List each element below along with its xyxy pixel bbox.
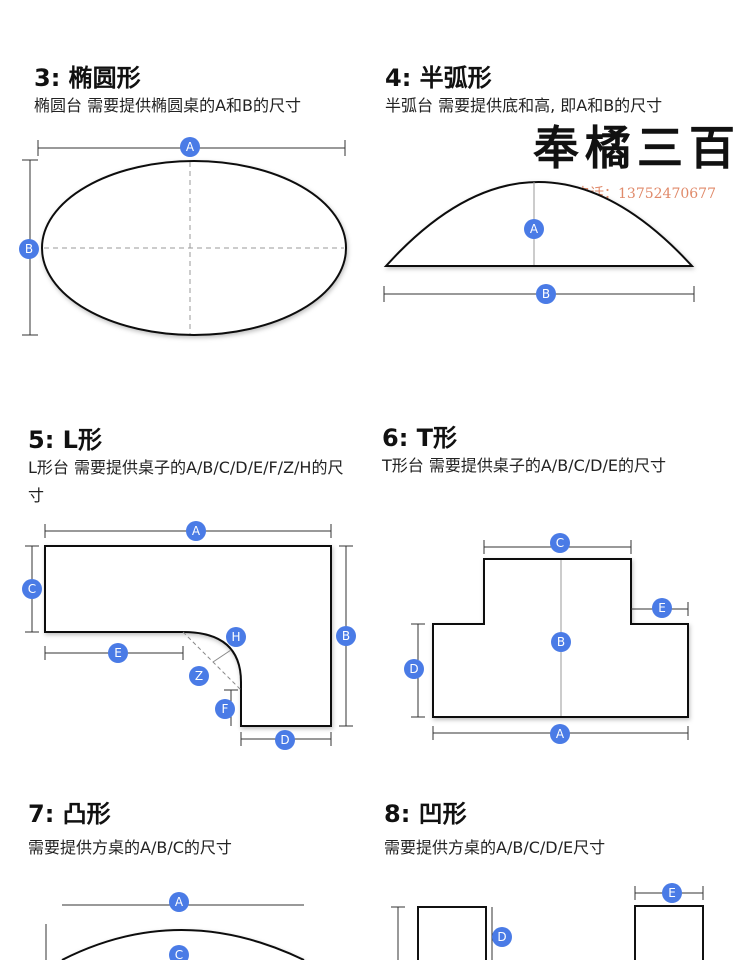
badge-semicircle-a: A	[524, 219, 544, 239]
badge-convex-a: A	[169, 892, 189, 912]
badge-t-c: C	[550, 533, 570, 553]
convex-title: 7: 凸形	[28, 800, 111, 828]
badge-l-c: C	[22, 579, 42, 599]
badge-l-h: H	[226, 627, 246, 647]
badge-l-f: F	[215, 699, 235, 719]
semicircle-title: 4: 半弧形	[385, 64, 492, 92]
ellipse-diagram	[22, 140, 347, 336]
svg-text:C: C	[28, 582, 36, 596]
badge-t-d: D	[404, 659, 424, 679]
concave-diagram	[391, 886, 704, 960]
svg-text:B: B	[342, 629, 350, 643]
t-shape-title: 6: T形	[382, 424, 458, 452]
badge-t-a: A	[550, 724, 570, 744]
badge-l-a: A	[186, 521, 206, 541]
badge-concave-d: D	[492, 927, 512, 947]
badge-l-z: Z	[189, 666, 209, 686]
watermark-brand: 奉橘三百	[533, 121, 741, 175]
badge-l-d: D	[275, 730, 295, 750]
svg-text:F: F	[222, 702, 229, 716]
svg-text:A: A	[556, 727, 565, 741]
svg-text:Z: Z	[195, 669, 203, 683]
svg-text:B: B	[542, 287, 550, 301]
svg-text:D: D	[280, 733, 289, 747]
concave-title: 8: 凹形	[384, 800, 467, 828]
l-shape-title: 5: L形	[28, 426, 102, 454]
badge-l-b: B	[336, 626, 356, 646]
svg-text:D: D	[497, 930, 506, 944]
svg-text:A: A	[175, 895, 184, 909]
badge-t-b: B	[551, 632, 571, 652]
svg-text:E: E	[658, 601, 666, 615]
l-shape-diagram	[25, 524, 353, 746]
badge-semicircle-b: B	[536, 284, 556, 304]
convex-desc: 需要提供方桌的A/B/C的尺寸	[28, 838, 232, 857]
svg-text:H: H	[231, 630, 240, 644]
svg-text:D: D	[409, 662, 418, 676]
svg-text:A: A	[530, 222, 539, 236]
semicircle-desc: 半弧台 需要提供底和高, 即A和B的尺寸	[385, 96, 663, 115]
semicircle-diagram	[383, 181, 695, 302]
concave-desc: 需要提供方桌的A/B/C/D/E尺寸	[384, 838, 606, 857]
badge-convex-c: C	[169, 945, 189, 960]
svg-text:A: A	[192, 524, 201, 538]
badge-t-e: E	[652, 598, 672, 618]
t-shape-desc: T形台 需要提供桌子的A/B/C/D/E的尺寸	[382, 456, 666, 475]
badge-ellipse-b: B	[19, 239, 39, 259]
ellipse-desc: 椭圆台 需要提供椭圆桌的A和B的尺寸	[34, 96, 302, 115]
svg-text:C: C	[556, 536, 564, 550]
svg-text:E: E	[114, 646, 122, 660]
t-shape-diagram	[411, 540, 689, 740]
svg-text:A: A	[186, 140, 195, 154]
l-shape-desc: L形台 需要提供桌子的A/B/C/D/E/F/Z/H的尺寸	[28, 458, 344, 505]
svg-text:C: C	[175, 948, 183, 960]
badge-l-e: E	[108, 643, 128, 663]
svg-text:B: B	[557, 635, 565, 649]
badge-concave-e: E	[662, 883, 682, 903]
badge-ellipse-a: A	[180, 137, 200, 157]
svg-text:E: E	[668, 886, 676, 900]
l-shape-outline	[44, 545, 332, 727]
ellipse-title: 3: 椭圆形	[34, 64, 141, 92]
svg-text:B: B	[25, 242, 33, 256]
ellipse-shape	[41, 160, 347, 336]
